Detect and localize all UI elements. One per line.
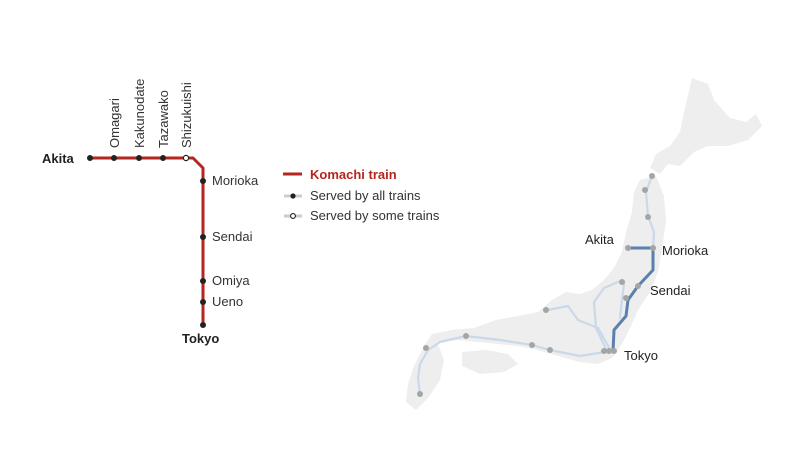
legend-title: Komachi train <box>310 167 397 182</box>
kyushu-landmass <box>406 344 444 410</box>
route-schematic: Akita Tokyo Omagari Kakunodate Tazawako … <box>42 79 259 346</box>
legend-some-trains: Served by some trains <box>310 208 440 223</box>
hokkaido-landmass <box>650 78 762 174</box>
station-dot-tokyo <box>200 322 206 328</box>
map-station <box>619 279 625 285</box>
label-sendai: Sendai <box>212 229 253 244</box>
honshu-landmass <box>424 176 666 364</box>
shikoku-landmass <box>462 350 518 374</box>
rail-joetsu <box>546 304 613 353</box>
map-station <box>529 342 535 348</box>
label-akita: Akita <box>42 151 75 166</box>
station-dot-sendai <box>200 234 206 240</box>
map-label-akita: Akita <box>585 232 615 247</box>
map-station <box>635 283 641 289</box>
label-shizukuishi: Shizukuishi <box>179 82 194 148</box>
station-dot-ueno <box>200 299 206 305</box>
station-dot-shizukuishi <box>182 154 190 162</box>
map-stations <box>417 173 656 397</box>
map-station <box>547 347 553 353</box>
map-komachi-route <box>611 246 655 352</box>
station-dot-omagari <box>111 155 117 161</box>
map-station <box>543 307 549 313</box>
map-station <box>606 348 612 354</box>
label-tokyo: Tokyo <box>182 331 219 346</box>
station-dot-morioka <box>200 178 206 184</box>
map-station <box>463 333 469 339</box>
label-morioka: Morioka <box>212 173 259 188</box>
map-station <box>650 245 656 251</box>
legend-some-dot <box>290 213 296 219</box>
map-label-tokyo: Tokyo <box>624 348 658 363</box>
map-station <box>601 348 607 354</box>
label-kakunodate: Kakunodate <box>132 79 147 148</box>
station-dot-kakunodate <box>136 155 142 161</box>
map-label-morioka: Morioka <box>662 243 709 258</box>
map-station <box>611 348 617 354</box>
map-station <box>623 295 629 301</box>
legend-all-dot <box>290 193 296 199</box>
map-label-sendai: Sendai <box>650 283 691 298</box>
komachi-route-line <box>90 156 205 326</box>
map-station <box>417 391 423 397</box>
rail-yamagata <box>618 282 626 320</box>
japan-map: Akita Morioka Sendai Tokyo <box>406 78 762 410</box>
legend: Komachi train Served by all trains Serve… <box>283 167 440 223</box>
rail-hokuriku <box>592 280 620 353</box>
label-omiya: Omiya <box>212 273 250 288</box>
station-dot-akita <box>87 155 93 161</box>
station-dot-omiya <box>200 278 206 284</box>
map-station <box>642 187 648 193</box>
label-tazawako: Tazawako <box>156 90 171 148</box>
map-station <box>649 173 655 179</box>
legend-all-trains: Served by all trains <box>310 188 421 203</box>
map-station <box>423 345 429 351</box>
map-station <box>625 245 631 251</box>
map-station <box>645 214 651 220</box>
station-dot-tazawako <box>160 155 166 161</box>
label-omagari: Omagari <box>107 98 122 148</box>
label-ueno: Ueno <box>212 294 243 309</box>
